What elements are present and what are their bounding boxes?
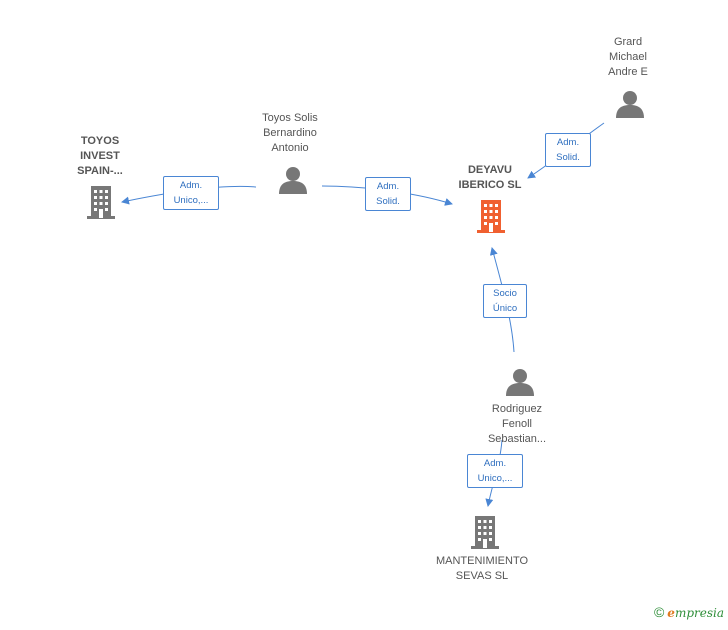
person-label-toyos-solis[interactable]: Toyos Solis Bernardino Antonio [240,111,340,156]
edge-label-adm-unico[interactable]: Adm. Unico,... [467,454,523,488]
person-icon[interactable] [505,368,535,396]
edge-label-adm-unico[interactable]: Adm. Unico,... [163,176,219,210]
label-line: Grard [613,36,643,48]
edge-label-socio-unico[interactable]: Socio Único [483,284,527,318]
empresia-logo[interactable]: ©empresia [654,604,724,620]
label-line: Fenoll [502,418,532,430]
person-icon[interactable] [278,166,308,194]
label-line: Bernardino [263,127,317,139]
building-icon[interactable] [85,184,117,220]
edge-label-line: Adm. [483,458,507,469]
brand-initial: e [667,606,675,620]
label-line: Toyos Solis [262,112,318,124]
edge-label-line: Único [492,303,518,314]
person-icon[interactable] [615,90,645,118]
edge-label-line: Adm. [556,137,580,148]
edge-label-adm-solid[interactable]: Adm. Solid. [365,177,411,211]
company-label-deyavu[interactable]: DEYAVU IBERICO SL [440,163,540,193]
edge-label-line: Unico,... [173,195,209,206]
label-line: Sebastian... [487,433,547,445]
label-line: Michael [609,51,647,63]
label-line: MANTENIMIENTO [435,555,529,567]
edge-label-line: Adm. [376,181,400,192]
label-line: TOYOS [80,135,120,147]
label-line: DEYAVU [467,164,513,176]
person-label-rodriguez[interactable]: Rodriguez Fenoll Sebastian... [467,402,567,447]
edge-label-line: Solid. [376,196,400,207]
brand-name: empresia [667,606,724,620]
edge-label-line: Adm. [179,180,203,191]
person-label-grard[interactable]: Grard Michael Andre E [588,35,668,80]
edge-label-adm-solid[interactable]: Adm. Solid. [545,133,591,167]
company-label-toyos-invest[interactable]: TOYOS INVEST SPAIN-... [60,134,140,179]
company-label-mantenimiento[interactable]: MANTENIMIENTO SEVAS SL [422,554,542,584]
label-line: IBERICO SL [458,179,522,191]
label-line: SPAIN-... [77,165,123,177]
copyright-icon: © [653,604,665,620]
label-line: Antonio [271,142,309,154]
edge-label-line: Solid. [556,152,580,163]
building-icon[interactable] [469,514,501,550]
label-line: SEVAS SL [455,570,509,582]
label-line: Rodriguez [491,403,543,415]
brand-rest: mpresia [674,606,724,620]
building-icon[interactable] [475,198,507,234]
edge-label-line: Unico,... [477,473,513,484]
edge-label-line: Socio [493,288,517,299]
label-line: Andre E [608,66,648,78]
label-line: INVEST [80,150,120,162]
